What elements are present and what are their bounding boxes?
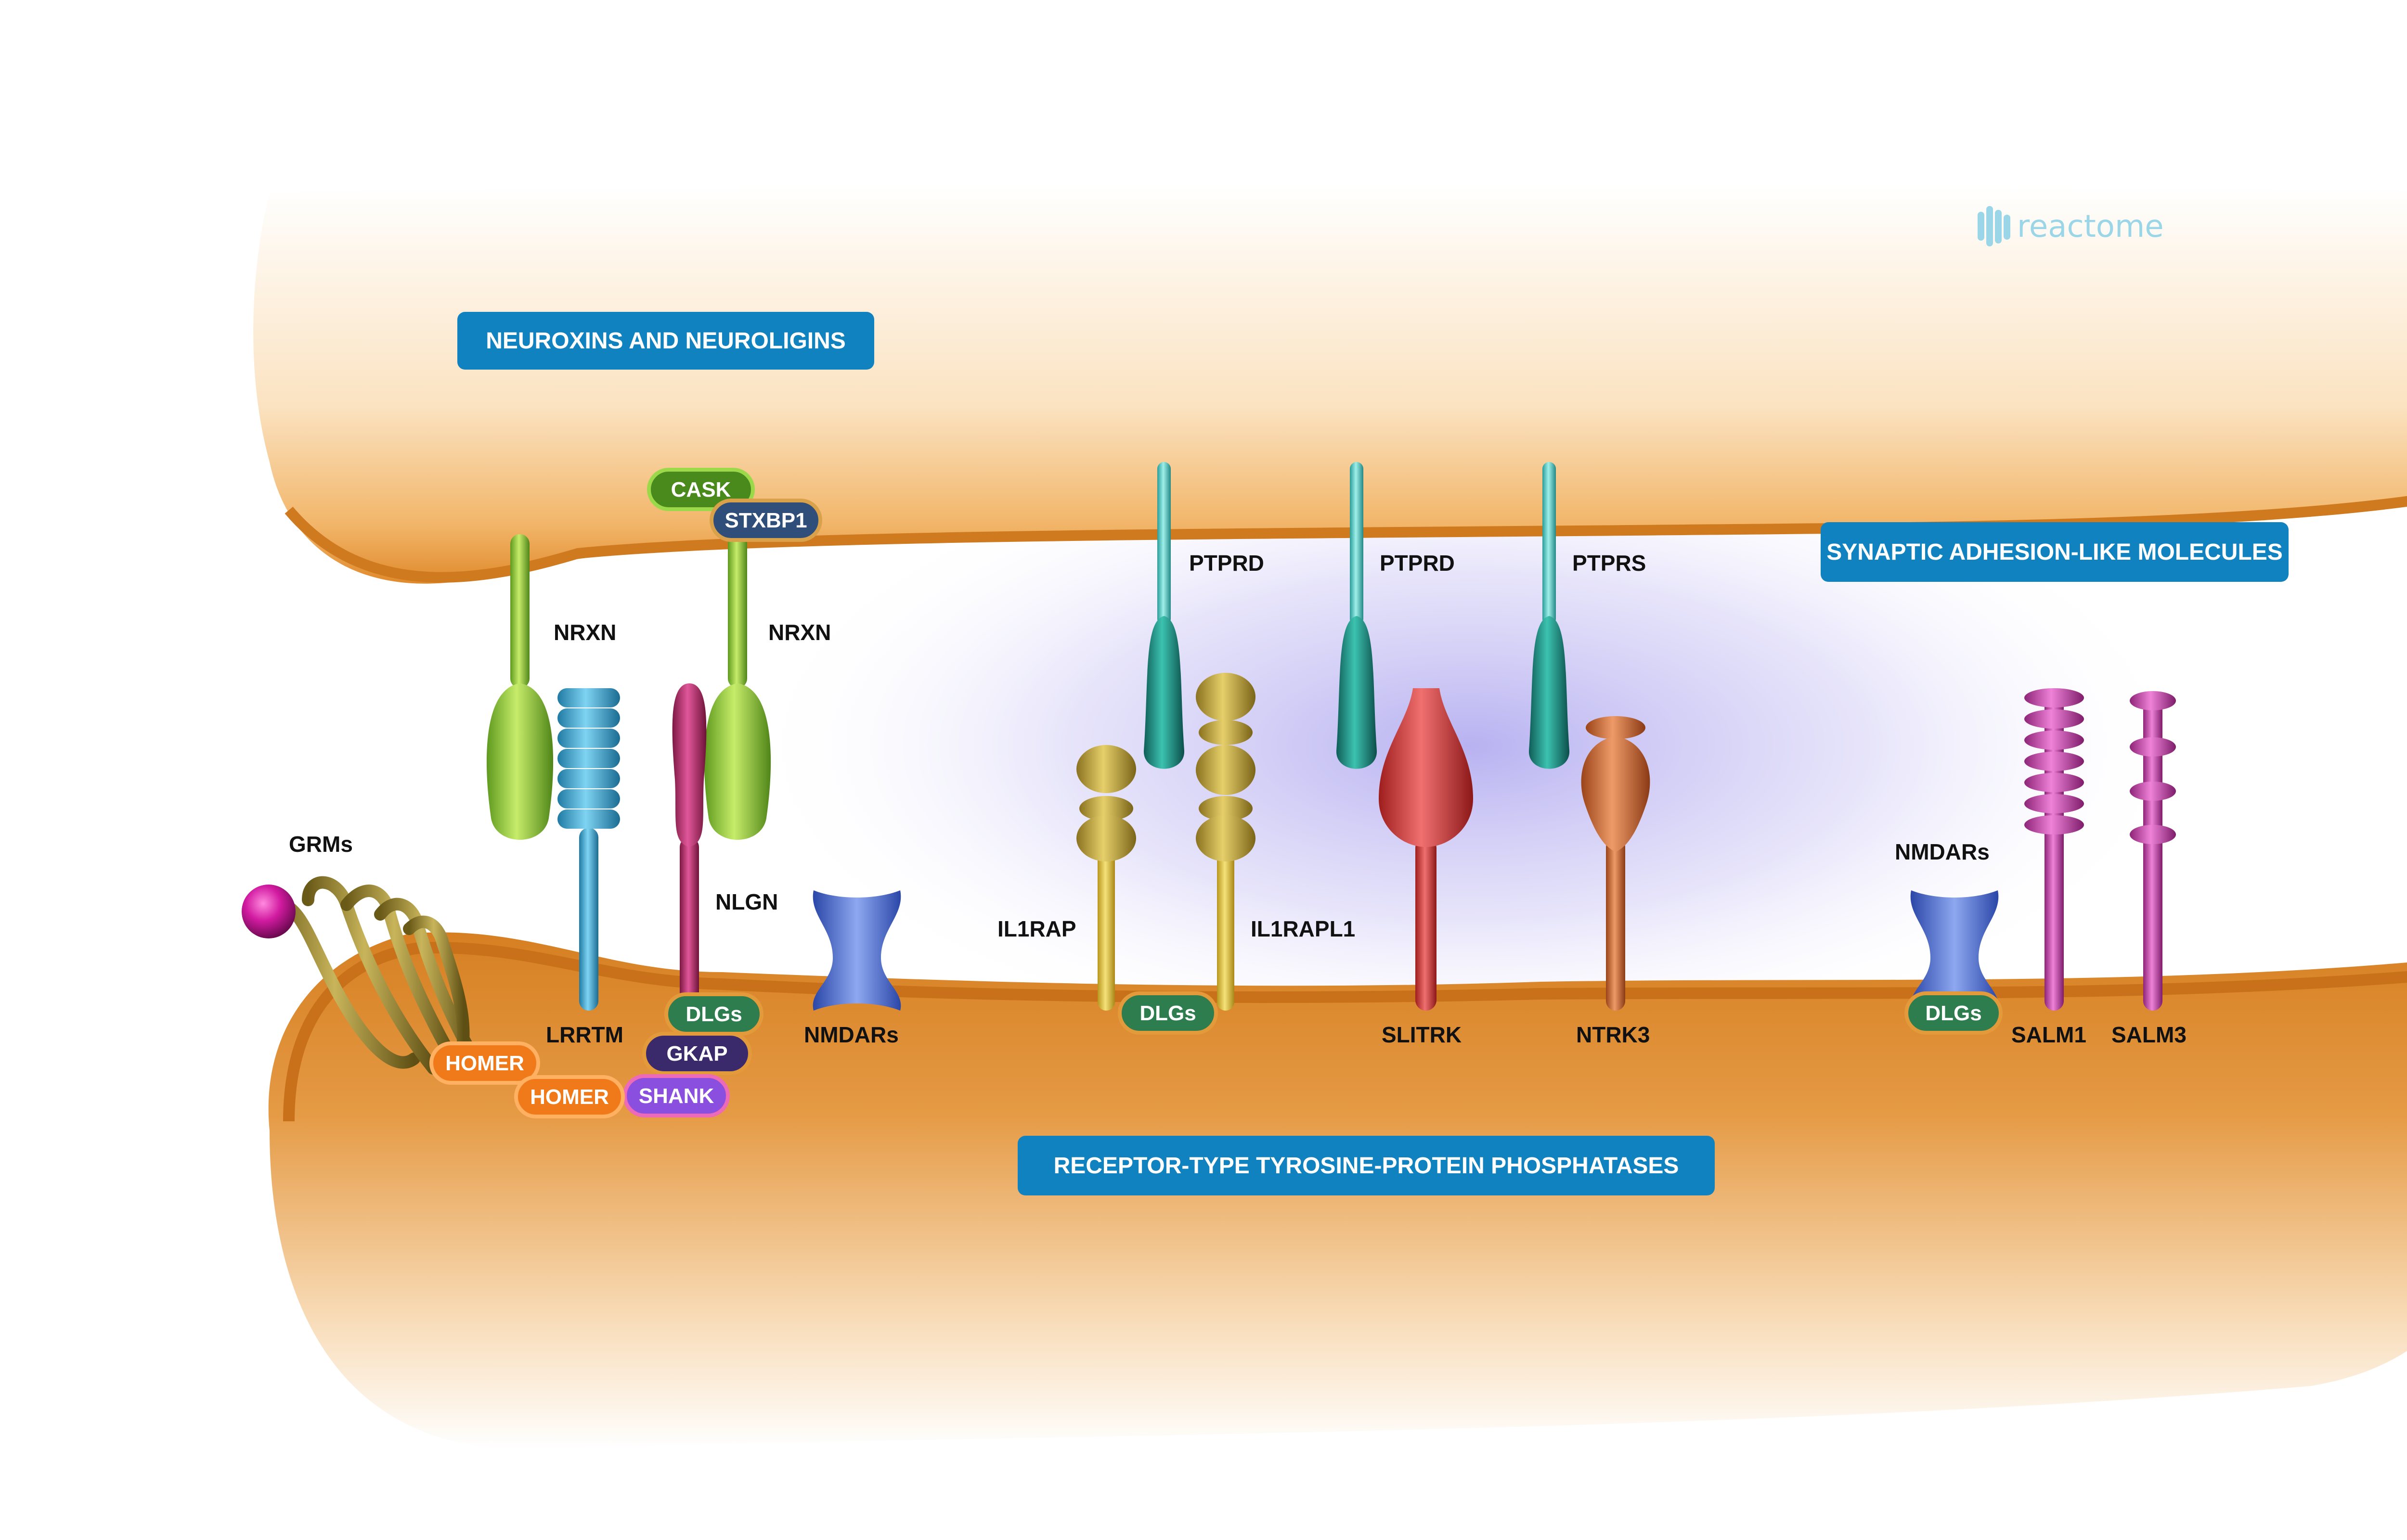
ptprd-protein-1 [1143,462,1185,769]
homer-pill-2[interactable]: HOMER [514,1075,625,1118]
label-salm1: SALM1 [2011,1022,2086,1047]
label-salm3: SALM3 [2111,1022,2187,1047]
nrxn-protein-2 [704,534,771,840]
reactome-logo: reactome [1978,206,2164,246]
dlgs-pill-3-label: DLGs [1925,1001,1981,1025]
label-grms: GRMs [289,832,353,857]
homer-pill-1-label: HOMER [445,1052,524,1075]
ptprd-protein-2 [1336,462,1377,769]
il1rapl1-protein [1196,673,1255,1011]
section-synaptic-adhesion-label: SYNAPTIC ADHESION-LIKE MOLECULES [1826,539,2283,565]
label-ptprd-1: PTPRD [1189,551,1264,576]
salm3-protein [2130,691,2176,1011]
label-nmdars-2: NMDARs [1895,839,1990,864]
homer-pill-2-label: HOMER [530,1085,609,1109]
label-ptprd-2: PTPRD [1380,551,1455,576]
grm-ligand-ball [242,885,296,938]
stxbp1-pill[interactable]: STXBP1 [710,499,822,542]
label-ntrk3: NTRK3 [1576,1022,1650,1047]
grm-receptor [242,876,478,1075]
presynaptic-membrane-rim [285,496,2407,583]
label-nlgn: NLGN [715,889,778,914]
dlgs-pill-1[interactable]: DLGs [664,992,764,1036]
ptprs-protein [1528,462,1570,769]
slitrk-protein [1379,688,1473,1011]
label-lrrtm: LRRTM [546,1022,623,1047]
gkap-pill-label: GKAP [666,1042,727,1065]
presynaptic-membrane [253,185,2407,584]
label-il1rap: IL1RAP [997,916,1076,941]
dlgs-pill-2[interactable]: DLGs [1118,991,1218,1035]
reactome-logo-text: reactome [2017,209,2164,244]
nmdar-channel-1 [813,890,901,1011]
ntrk3-protein [1581,716,1650,1011]
gkap-pill[interactable]: GKAP [642,1032,752,1075]
reactome-logo-icon [1978,206,2010,246]
cask-pill-label: CASK [671,478,731,501]
homer-pill-1[interactable]: HOMER [429,1041,540,1085]
nrxn-protein-1 [486,534,554,840]
label-il1rapl1: IL1RAPL1 [1251,916,1355,941]
nlgn-protein [672,683,707,1011]
dlgs-pill-2-label: DLGs [1139,1001,1196,1025]
section-phosphatases-label: RECEPTOR-TYPE TYROSINE-PROTEIN PHOSPHATA… [1054,1153,1679,1179]
nmdar-channel-2 [1910,890,1999,1011]
section-neurexins-label: NEUROXINS AND NEUROLIGINS [486,328,846,354]
il1rap-protein [1076,745,1136,1011]
dlgs-pill-1-label: DLGs [686,1002,742,1026]
salm1-protein [2024,688,2084,1011]
section-phosphatases[interactable]: RECEPTOR-TYPE TYROSINE-PROTEIN PHOSPHATA… [1018,1136,1715,1195]
stxbp1-pill-label: STXBP1 [725,509,807,532]
label-ptprs: PTPRS [1572,551,1646,576]
section-synaptic-adhesion[interactable]: SYNAPTIC ADHESION-LIKE MOLECULES [1821,522,2289,582]
label-slitrk: SLITRK [1382,1022,1462,1047]
lrrtm-protein [557,688,620,1011]
shank-pill-label: SHANK [639,1084,714,1108]
dlgs-pill-3[interactable]: DLGs [1904,991,2003,1035]
shank-pill[interactable]: SHANK [623,1074,730,1117]
label-nrxn-2: NRXN [768,620,831,645]
section-neurexins[interactable]: NEUROXINS AND NEUROLIGINS [457,312,874,370]
label-nmdars-1: NMDARs [804,1022,899,1047]
label-nrxn-1: NRXN [554,620,616,645]
